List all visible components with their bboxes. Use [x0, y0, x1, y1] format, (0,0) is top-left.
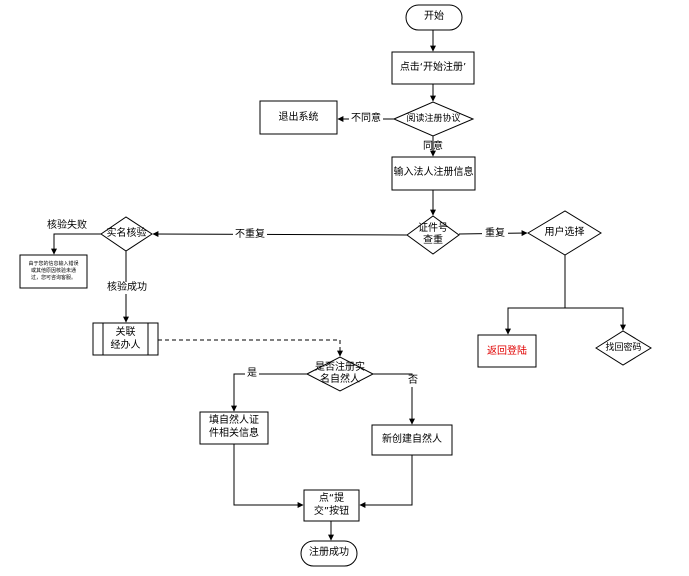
success-label: 注册成功	[309, 547, 349, 558]
agreement-decision	[392, 101, 475, 137]
exit-box	[259, 100, 338, 135]
is-registered-label-1: 是否注册实	[315, 362, 365, 373]
submit-label-1: 点“提	[318, 493, 345, 504]
fill-cert-label-2: 件相关信息	[209, 428, 259, 439]
id-check-decision	[406, 215, 460, 255]
fail-message-line-1: 由于您的信息输入错误	[28, 261, 79, 267]
agreement-label: 阅读注册协议	[406, 114, 461, 124]
is-registered-label-2: 名自然人	[320, 374, 360, 385]
edge-create-submit	[359, 455, 413, 508]
edge-yes	[231, 373, 307, 412]
link-agent-label-1: 关联	[115, 327, 136, 338]
id-check-label-2: 查重	[423, 235, 443, 246]
create-person-label: 新创建自然人	[382, 434, 442, 445]
exit-label: 退出系统	[278, 112, 319, 123]
edge-label-yes: 是	[245, 368, 259, 380]
id-check-label-1: 证件号	[418, 223, 448, 234]
edge-to-return-login	[505, 307, 565, 335]
edge-not-duplicate	[152, 231, 408, 238]
click-start-label: 点击‘开始注册’	[399, 62, 467, 73]
edge-label-check-fail: 核验失败	[47, 220, 87, 231]
edge-label-check-success: 核验成功	[104, 282, 150, 294]
fill-cert-label-1: 填自然人证	[209, 415, 259, 426]
input-info-label: 输入法人注册信息	[393, 167, 474, 178]
edge-label-duplicate: 重复	[482, 228, 508, 240]
fail-message-line-2: 或其他原因核验未通	[30, 268, 76, 274]
edge-label-disagree: 不同意	[349, 113, 383, 125]
return-login-box	[477, 334, 537, 368]
link-agent-label-2: 经办人	[110, 340, 141, 351]
edge-label-not-duplicate: 不重复	[233, 229, 267, 241]
fail-message-box	[19, 254, 88, 289]
user-choice-decision	[527, 210, 602, 256]
find-password-label: 找回密码	[605, 343, 642, 353]
user-choice-label: 用户选择	[544, 227, 585, 238]
start-terminator	[405, 4, 463, 31]
submit-label-2: 交”按钮	[313, 506, 350, 517]
link-agent-box	[92, 322, 159, 356]
edge-link-agent-dashed	[158, 339, 343, 357]
success-terminator	[300, 540, 358, 567]
realname-check-decision	[100, 216, 153, 252]
edge-label-no: 否	[406, 375, 420, 387]
fail-message-line-3: 过，您可咨询客服。	[30, 275, 76, 281]
edge-fill-submit	[233, 444, 304, 508]
edge-check-fail	[51, 233, 101, 255]
edge-to-find-password	[565, 307, 626, 331]
return-login-label: 返回登陆	[487, 346, 527, 357]
find-password-decision	[595, 330, 652, 366]
start-label: 开始	[424, 11, 444, 22]
edge-no	[373, 373, 415, 425]
realname-check-label: 实名核验	[106, 228, 147, 239]
edge-label-agree: 同意	[423, 141, 443, 152]
